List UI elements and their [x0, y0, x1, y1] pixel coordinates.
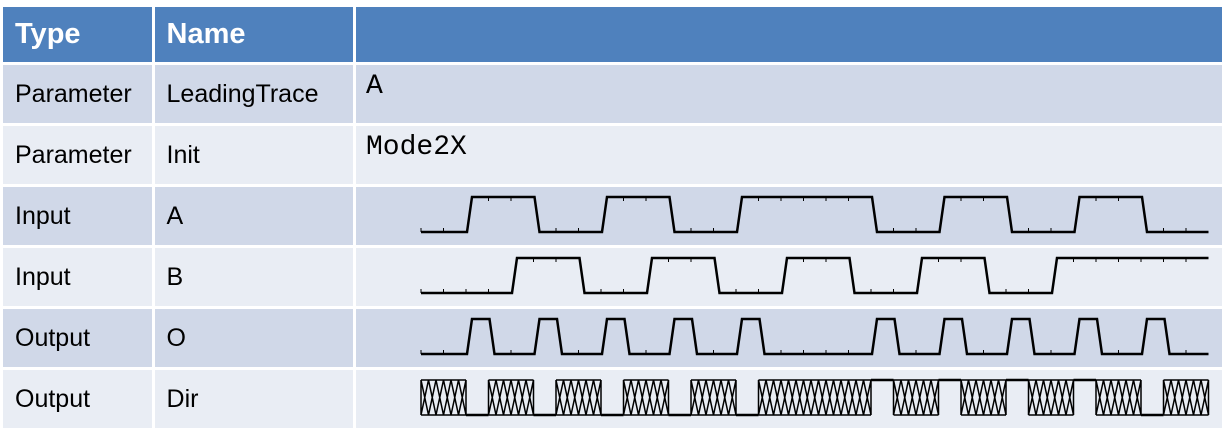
waveform-B — [420, 256, 1209, 295]
row-type: Input — [3, 187, 152, 245]
unknown-state-block — [892, 379, 940, 416]
unknown-state-block — [1095, 379, 1142, 416]
unknown-state-block — [960, 379, 1007, 416]
signal-trace — [420, 256, 1209, 295]
row-name: A — [154, 187, 353, 245]
row-name: LeadingTrace — [154, 65, 353, 123]
header-type: Type — [3, 7, 152, 62]
table-row: Output Dir — [3, 370, 1222, 428]
param-value: A — [365, 71, 383, 102]
waveform-A — [420, 195, 1209, 234]
unknown-state-block — [622, 379, 670, 416]
signal-trace — [420, 317, 1209, 356]
timing-table: Type Name Parameter LeadingTrace A Param… — [0, 4, 1225, 431]
unknown-state-block — [757, 379, 872, 416]
unknown-state-block — [1162, 379, 1210, 416]
unknown-state-block — [1027, 379, 1075, 416]
table-row: Parameter Init Mode2X — [3, 126, 1222, 184]
header-value — [355, 7, 1222, 62]
unknown-state-block — [420, 379, 467, 416]
row-name: O — [154, 309, 353, 367]
row-type: Output — [3, 309, 152, 367]
waveform-Dir — [420, 378, 1210, 417]
table-row: Parameter LeadingTrace A — [3, 65, 1222, 123]
waveform-O — [420, 317, 1209, 356]
signal-trace — [420, 195, 1209, 234]
row-name: B — [154, 248, 353, 306]
header-name: Name — [154, 7, 353, 62]
table-row: Output O — [3, 309, 1222, 367]
row-name: Dir — [154, 370, 353, 428]
header-row: Type Name — [3, 7, 1222, 62]
table-row: Input B — [3, 248, 1222, 306]
table-row: Input A — [3, 187, 1222, 245]
unknown-state-block — [690, 379, 737, 416]
param-value: Mode2X — [365, 132, 467, 163]
row-type: Output — [3, 370, 152, 428]
unknown-state-block — [555, 379, 602, 416]
unknown-state-block — [487, 379, 535, 416]
row-type: Parameter — [3, 126, 152, 184]
row-type: Parameter — [3, 65, 152, 123]
row-type: Input — [3, 248, 152, 306]
row-name: Init — [154, 126, 353, 184]
